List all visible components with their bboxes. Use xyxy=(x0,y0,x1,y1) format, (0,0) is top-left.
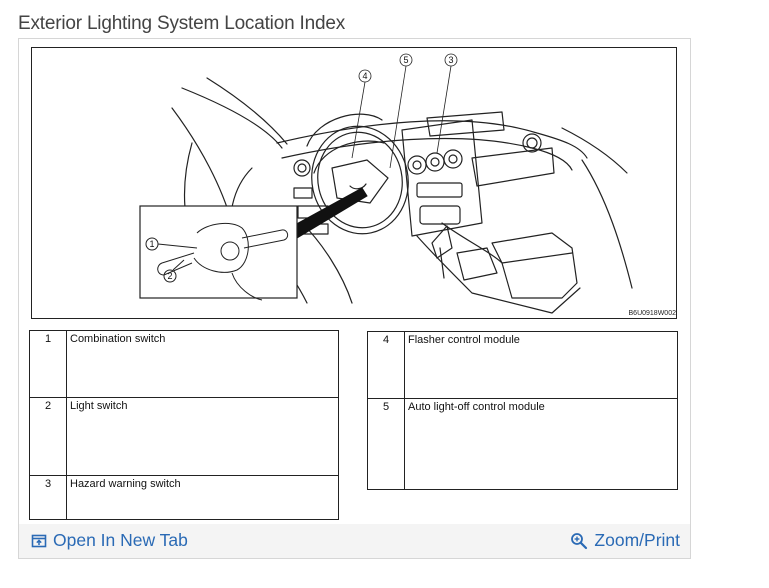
table-row: 2 Light switch xyxy=(29,397,339,476)
image-toolbar: Open In New Tab Zoom/Print xyxy=(19,524,690,558)
callout-1: 1 xyxy=(149,239,154,249)
table-row: 4 Flasher control module xyxy=(367,331,678,399)
page-title: Exterior Lighting System Location Index xyxy=(18,13,345,34)
item-name: Combination switch xyxy=(66,330,339,398)
table-row: 5 Auto light-off control module xyxy=(367,398,678,490)
open-new-tab-label: Open In New Tab xyxy=(53,530,188,550)
item-number: 1 xyxy=(29,330,67,398)
zoom-print-link[interactable]: Zoom/Print xyxy=(570,530,680,551)
open-new-tab-icon xyxy=(31,533,47,549)
open-new-tab-link[interactable]: Open In New Tab xyxy=(31,530,188,551)
item-number: 3 xyxy=(29,475,67,520)
callout-3: 3 xyxy=(448,55,453,65)
location-diagram: 4 5 3 1 2 xyxy=(31,47,677,319)
callout-5: 5 xyxy=(403,55,408,65)
legend-table-right: 4 Flasher control module 5 Auto light-of… xyxy=(367,331,678,490)
legend-table-left: 1 Combination switch 2 Light switch 3 Ha… xyxy=(29,330,339,520)
item-name: Auto light-off control module xyxy=(404,398,678,490)
item-number: 2 xyxy=(29,397,67,476)
table-row: 3 Hazard warning switch xyxy=(29,475,339,520)
figure-code: B6U0918W002 xyxy=(628,310,676,317)
table-row: 1 Combination switch xyxy=(29,330,339,398)
item-name: Hazard warning switch xyxy=(66,475,339,520)
dashboard-illustration: 4 5 3 1 2 xyxy=(139,53,633,314)
magnifier-icon xyxy=(570,532,588,550)
item-name: Flasher control module xyxy=(404,331,678,399)
callout-4: 4 xyxy=(362,71,367,81)
item-number: 5 xyxy=(367,398,405,490)
item-number: 4 xyxy=(367,331,405,399)
item-name: Light switch xyxy=(66,397,339,476)
zoom-print-label: Zoom/Print xyxy=(594,530,680,550)
callout-2: 2 xyxy=(167,271,172,281)
document-frame: 4 5 3 1 2 B6U xyxy=(18,38,691,559)
